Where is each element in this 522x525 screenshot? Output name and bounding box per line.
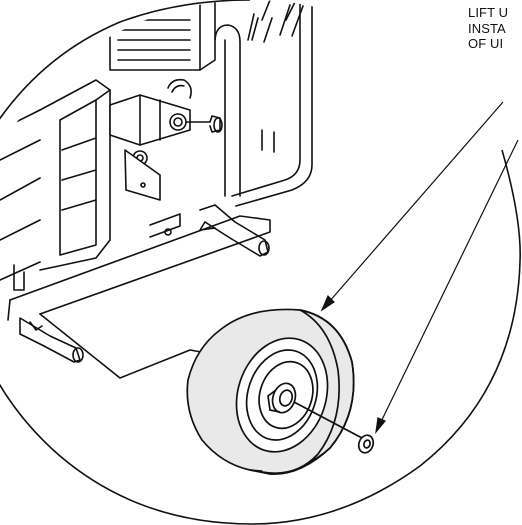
shroud-box bbox=[0, 79, 111, 291]
machine-frame bbox=[0, 0, 313, 379]
detail-circle bbox=[0, 149, 521, 525]
instruction-line-3: OF UI bbox=[468, 36, 504, 51]
instruction-line-1: LIFT U bbox=[468, 5, 509, 20]
instruction-line-2: INSTA bbox=[468, 20, 506, 36]
arrowhead-bolt bbox=[375, 417, 386, 435]
axle-bolt bbox=[293, 401, 375, 454]
wheel bbox=[186, 308, 375, 475]
engine-fins bbox=[109, 0, 216, 71]
pump-block bbox=[109, 78, 223, 201]
arrowhead-tire bbox=[320, 294, 335, 312]
instruction-text: LIFT U INSTA OF UI bbox=[468, 5, 522, 52]
leader-lines bbox=[320, 101, 519, 435]
detail-circle-top bbox=[0, 0, 251, 120]
handle-frame bbox=[214, 0, 313, 207]
